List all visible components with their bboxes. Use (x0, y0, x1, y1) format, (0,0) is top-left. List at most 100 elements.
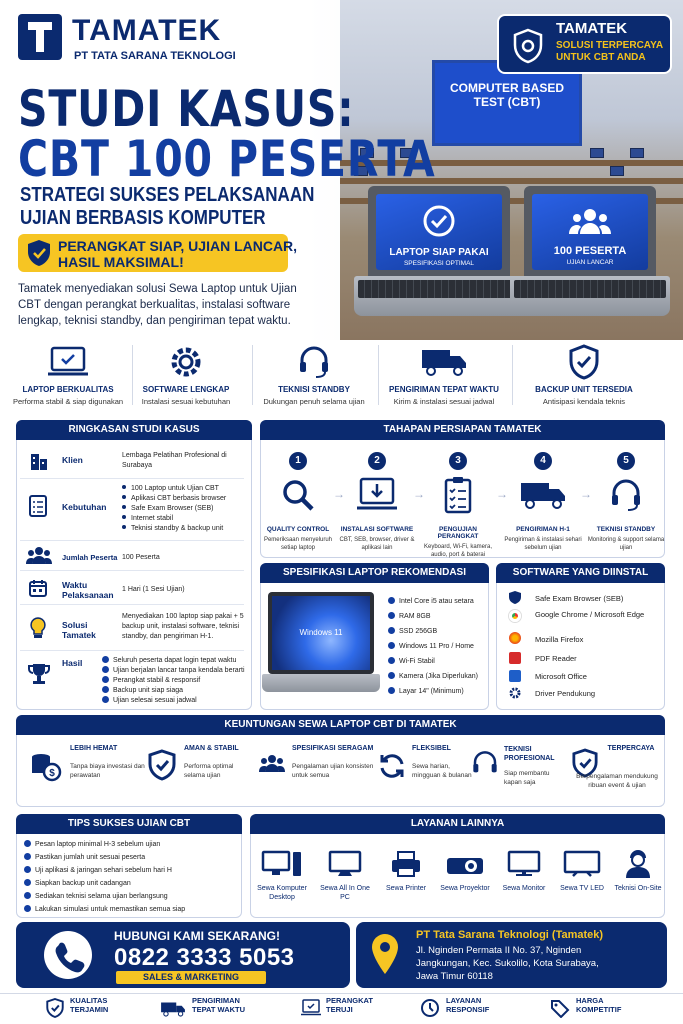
trophy-icon (28, 664, 50, 684)
headset-icon (473, 751, 497, 773)
call-banner[interactable]: HUBUNGI KAMI SEKARANG! 0822 3333 5053 SA… (16, 922, 350, 988)
step-desc: Pemeriksaan menyeluruh setiap laptop (263, 537, 333, 551)
benefit-fleksibel: FLEKSIBEL Sewa harian, mingguan & bulana… (412, 745, 472, 780)
tagline-line2: HASIL MAKSIMAL! (58, 254, 184, 270)
magnifier-icon (283, 480, 314, 511)
laptop1-sub: SPESIFIKASI OPTIMAL (403, 260, 475, 267)
headset-icon (300, 346, 328, 378)
hasil-label: Hasil (62, 658, 83, 668)
shield-check-icon (572, 748, 598, 778)
users-icon (569, 209, 611, 234)
step-title: PENGIRIMAN H-1 (516, 526, 570, 533)
badge-title: TAMATEK (556, 20, 628, 37)
services-heading: LAYANAN LAINNYA (250, 814, 665, 834)
software-item: Safe Exam Browser (SEB) (535, 594, 624, 603)
benefit-title: LEBIH HEMAT (70, 745, 118, 752)
service-label: Sewa TV LED (560, 885, 604, 892)
step-title: PENGUJIAN PERANGKAT (437, 526, 479, 540)
spec-item: Wi-Fi Stabil (388, 657, 435, 665)
service-label: Sewa Komputer Desktop (257, 885, 307, 901)
tips-heading: TIPS SUKSES UJIAN CBT (16, 814, 242, 834)
trust-badge (497, 14, 672, 74)
service-label: Sewa All In One PC (320, 885, 370, 901)
feature-desc: Dukungan penuh selama ujian (263, 397, 365, 406)
safe-exam-browser-icon (509, 591, 521, 604)
solusi-value: Menyediakan 100 laptop siap pakai + 5 ba… (122, 613, 244, 640)
feature-desc: Kirim & instalasi sesuai jadwal (393, 397, 495, 406)
spec-laptop-base (262, 674, 380, 692)
clock-icon (421, 999, 439, 1017)
hasil-item: Seluruh peserta dapat login tepat waktu (102, 656, 236, 664)
company-name: PT Tata Sarana Teknologi (Tamatek) (416, 929, 604, 941)
gear-icon (171, 347, 201, 377)
all-in-one-pc-icon (328, 850, 362, 876)
windows-screen: Windows 11 (272, 596, 370, 670)
spec-item: Intel Core i5 atau setara (388, 597, 474, 605)
step-pengiriman: 4 PENGIRIMAN H-1 Pengiriman & instalasi … (503, 452, 583, 552)
service-label: Sewa Printer (385, 885, 427, 892)
footer-item: HARGA KOMPETITIF (576, 996, 622, 1014)
checklist-icon (29, 495, 47, 517)
address-banner: PT Tata Sarana Teknologi (Tamatek) Jl. N… (356, 922, 667, 988)
truck-icon (422, 350, 466, 376)
benefit-teknisi: TEKNISI PROFESIONAL Siap membantu kapan … (504, 745, 562, 787)
check-circle-icon (423, 205, 455, 237)
subtitle-line1: STRATEGI SUKSES PELAKSANAAN (20, 184, 315, 206)
step-desc: Keyboard, Wi-Fi, kamera, audio, port & b… (423, 544, 493, 558)
service-proyektor: Sewa Proyektor (435, 848, 495, 893)
klien-value: Lembaga Pelatihan Profesional di Surabay… (122, 452, 227, 469)
software-item: Google Chrome / Microsoft Edge (535, 610, 645, 619)
phone-number[interactable]: 0822 3333 5053 (114, 944, 295, 971)
hasil-item: Perangkat stabil & responsif (102, 676, 200, 684)
step-instalasi: 2 INSTALASI SOFTWARE CBT, SEB, browser, … (337, 452, 417, 552)
spec-item: RAM 8GB (388, 612, 431, 620)
step-number: 2 (368, 452, 386, 470)
projector-icon (447, 858, 483, 874)
benefit-desc: Performa optimal selama ujian (184, 763, 234, 779)
feature-title: BACKUP UNIT TERSEDIA (535, 385, 633, 394)
feature-pengiriman: PENGIRIMAN TEPAT WAKTU Kirim & instalasi… (380, 345, 508, 406)
feature-title: LAPTOP BERKUALITAS (22, 385, 114, 394)
service-monitor: Sewa Monitor (494, 848, 554, 893)
specs-heading: SPESIFIKASI LAPTOP REKOMENDASI (260, 563, 489, 583)
refresh-icon (380, 754, 404, 778)
spec-item: SSD 256GB (388, 627, 437, 635)
laptop-100-peserta: 100 PESERTA UJIAN LANCAR (510, 186, 670, 316)
badge-subtitle: SOLUSI TERPERCAYA UNTUK CBT ANDA (556, 40, 663, 63)
users-icon (259, 755, 285, 772)
laptop2-title: 100 PESERTA (553, 245, 627, 257)
call-label: HUBUNGI KAMI SEKARANG! (114, 929, 280, 943)
spec-laptop-image: Windows 11 (268, 592, 374, 674)
hasil-item: Backup unit siap siaga (102, 686, 183, 694)
software-item: Microsoft Office (535, 672, 587, 681)
lightbulb-icon (30, 617, 46, 638)
laptop-download-icon (357, 477, 397, 510)
benefit-title: AMAN & STABIL (184, 745, 239, 752)
spec-item: Layar 14" (Minimum) (388, 687, 464, 695)
office-icon (509, 670, 521, 682)
tagline-line1: PERANGKAT SIAP, UJIAN LANCAR, (58, 238, 298, 254)
benefit-title: TERPERCAYA (607, 745, 655, 752)
location-pin-icon (372, 934, 398, 974)
kebutuhan-item: Internet stabil (122, 514, 173, 524)
service-label: Sewa Proyektor (440, 885, 490, 892)
spec-item: Kamera (Jika Diperlukan) (388, 672, 478, 680)
chrome-icon (509, 610, 521, 622)
sales-badge: SALES & MARKETING (116, 971, 266, 984)
waktu-value: 1 Hari (1 Sesi Ujian) (122, 586, 185, 593)
summary-heading: RINGKASAN STUDI KASUS (16, 420, 252, 440)
feature-desc: Performa stabil & siap digunakan (12, 397, 124, 406)
tip-item: Siapkan backup unit cadangan (24, 879, 131, 887)
shield-check-icon (569, 344, 599, 380)
service-label: Teknisi On-Site (614, 885, 662, 892)
truck-icon (521, 483, 565, 509)
step-number: 5 (617, 452, 635, 470)
shield-check-icon (28, 240, 50, 266)
kebutuhan-item: Aplikasi CBT berbasis browser (122, 494, 226, 504)
step-title: TEKNISI STANDBY (596, 526, 656, 533)
service-label: Sewa Monitor (502, 885, 546, 892)
waktu-label: Waktu Pelaksanaan (62, 580, 114, 600)
arrow-right-icon: → (580, 487, 592, 501)
laptop2-sub: UJIAN LANCAR (566, 259, 614, 266)
hasil-item: Ujian selesai sesuai jadwal (102, 696, 197, 704)
